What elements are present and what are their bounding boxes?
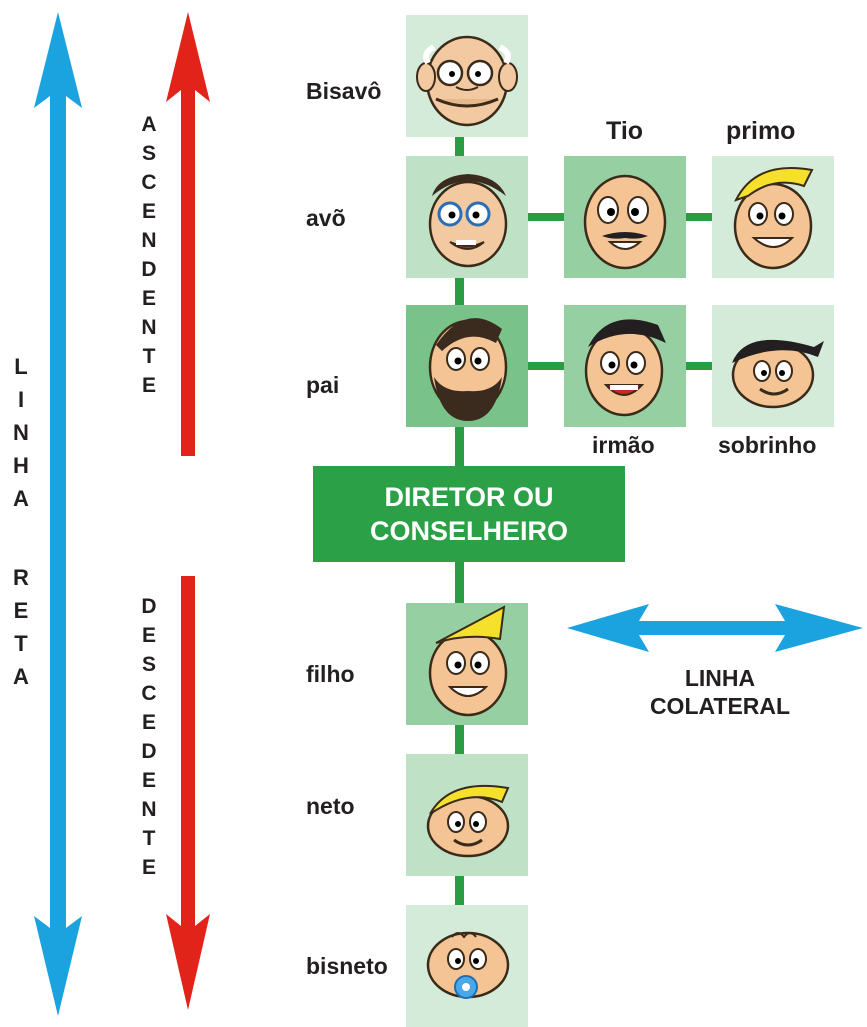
ascendente-letter: A [141, 113, 157, 136]
linha-reta-letter: A [13, 486, 29, 511]
label-bisneto: bisneto [306, 953, 388, 979]
ascendente-letter: N [141, 316, 157, 339]
linha-colateral-line-2: COLATERAL [649, 693, 791, 719]
label-neto: neto [306, 793, 355, 819]
descendente-letter: N [141, 798, 157, 821]
linha-reta-letter: N [13, 420, 29, 445]
pai-tile [406, 305, 528, 427]
linha-reta-letter: E [13, 598, 29, 623]
ascendente-letter: S [141, 142, 156, 165]
descendente-letter: C [141, 682, 157, 705]
connector-pai-irmao [528, 362, 568, 370]
connector-avo-tio [528, 213, 568, 221]
linha-reta-arrow [34, 12, 82, 1016]
descendente-letter: E [141, 624, 156, 647]
label-avo: avõ [306, 205, 346, 231]
director-box: DIRETOR OU CONSELHEIRO [313, 466, 625, 562]
descendente-letter: T [142, 827, 156, 850]
linha-reta-letter: H [13, 453, 29, 478]
descendente-label: D E S C E D E N T E [134, 592, 164, 882]
linha-reta-letter: L [14, 354, 28, 379]
descendente-letter: D [141, 740, 157, 763]
bisavo-tile [406, 15, 528, 137]
grandson-face-icon [426, 784, 510, 858]
ascendente-letter: N [141, 229, 157, 252]
father-face-icon [428, 318, 508, 421]
ascendente-letter: E [141, 200, 156, 223]
label-primo: primo [726, 117, 796, 145]
connector-irmao-sobrinho [684, 362, 716, 370]
nephew-face-icon [731, 339, 824, 409]
label-bisavo: Bisavô [306, 78, 382, 104]
great-grandson-baby-face-icon [426, 931, 510, 999]
grandfather-face-icon [428, 174, 508, 268]
bisneto-tile [406, 905, 528, 1027]
linha-colateral-line-1: LINHA [684, 665, 756, 691]
ascendente-letter: E [141, 374, 156, 397]
label-tio: Tio [606, 117, 644, 145]
director-line-2: CONSELHEIRO [369, 516, 569, 546]
filho-tile [406, 603, 528, 725]
label-filho: filho [306, 661, 355, 687]
ascendente-letter: E [141, 287, 156, 310]
descendente-letter: S [141, 653, 156, 676]
linha-colateral-label: LINHA COLATERAL [610, 664, 830, 720]
label-pai: pai [306, 372, 340, 398]
label-sobrinho: sobrinho [718, 432, 817, 458]
descendente-arrow [166, 576, 210, 1010]
brother-face-icon [584, 319, 666, 417]
tio-tile [564, 156, 686, 278]
linha-reta-letter [6, 515, 36, 561]
great-grandfather-face-icon [416, 35, 518, 127]
avo-tile [406, 156, 528, 278]
sobrinho-tile [712, 305, 834, 427]
linha-reta-letter: I [17, 387, 25, 412]
ascendente-letter: C [141, 171, 157, 194]
ascendente-arrow [166, 12, 210, 456]
descendente-letter: E [141, 769, 156, 792]
irmao-tile [564, 305, 686, 427]
uncle-face-icon [583, 174, 667, 270]
ascendente-letter: D [141, 258, 157, 281]
linha-reta-letter: T [14, 631, 28, 656]
primo-tile [712, 156, 834, 278]
linha-reta-label: L I N H A R E T A [6, 350, 36, 693]
director-line-1: DIRETOR OU [384, 482, 554, 512]
label-irmao: irmão [592, 432, 655, 458]
connector-tio-primo [684, 213, 716, 221]
descendente-letter: D [141, 595, 157, 618]
son-face-icon [428, 605, 508, 717]
ascendente-label: A S C E N D E N T E [134, 110, 164, 400]
ascendente-letter: T [142, 345, 156, 368]
neto-tile [406, 754, 528, 876]
linha-reta-letter: R [13, 565, 29, 590]
descendente-letter: E [141, 856, 156, 879]
descendente-letter: E [141, 711, 156, 734]
linha-colateral-arrow [567, 604, 863, 652]
linha-reta-letter: A [13, 664, 29, 689]
cousin-face-icon [733, 167, 814, 270]
